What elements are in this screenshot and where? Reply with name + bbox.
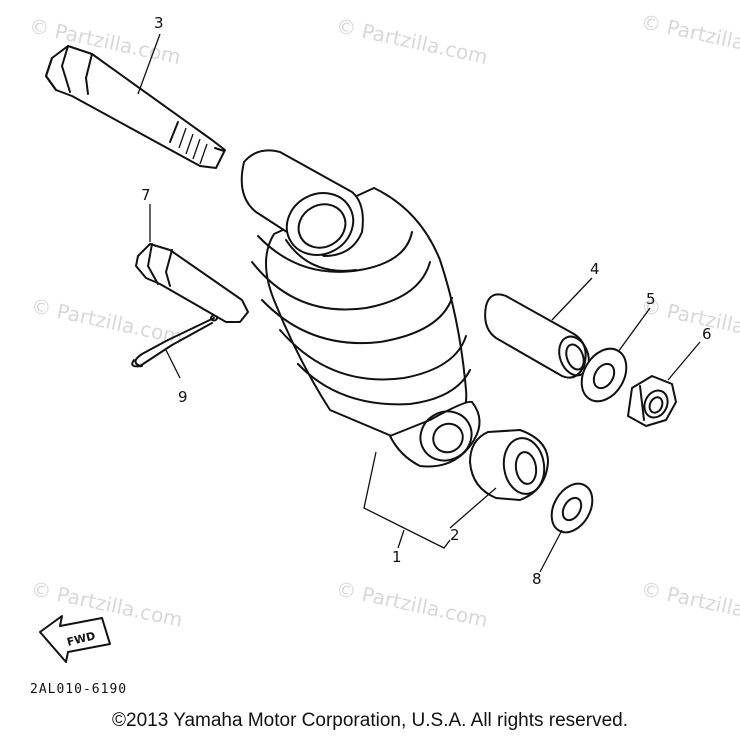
watermark: © Partzilla.com <box>639 9 740 65</box>
fwd-arrow-icon: FWD <box>39 615 111 663</box>
part-bushing <box>469 429 549 501</box>
leader-1 <box>397 529 405 549</box>
part-nut <box>627 375 677 427</box>
leader-lines <box>137 33 701 573</box>
watermark: © Partzilla.com <box>29 293 185 349</box>
part-cotter-pin <box>131 317 215 368</box>
watermark: © Partzilla.com <box>639 576 740 632</box>
callout-5: 5 <box>646 290 656 308</box>
leader-1-bracket <box>363 451 451 549</box>
leader-5 <box>617 307 651 353</box>
leader-9 <box>165 349 181 379</box>
part-shock-absorber <box>240 149 481 468</box>
callout-4: 4 <box>590 260 600 278</box>
callout-1: 1 <box>392 548 402 566</box>
callout-3: 3 <box>154 14 164 32</box>
leader-8 <box>539 529 563 573</box>
watermark: © Partzilla.com <box>334 13 490 69</box>
part-pin <box>135 243 249 323</box>
part-bolt <box>45 45 226 169</box>
callout-7: 7 <box>141 186 151 204</box>
leader-6 <box>667 341 701 381</box>
callouts: 3 7 9 4 5 6 2 1 8 <box>141 14 712 588</box>
part-washer-top <box>580 347 628 403</box>
leader-2 <box>449 487 497 529</box>
callout-2: 2 <box>450 526 460 544</box>
callout-8: 8 <box>532 570 542 588</box>
part-collar <box>484 293 590 379</box>
watermark: © Partzilla.com <box>334 576 490 632</box>
leader-4 <box>551 277 593 321</box>
part-washer-bottom <box>550 482 594 534</box>
callout-9: 9 <box>178 388 188 406</box>
copyright-notice: ©2013 Yamaha Motor Corporation, U.S.A. A… <box>112 710 628 731</box>
leader-3 <box>137 33 161 95</box>
diagram-code: 2AL010-6190 <box>30 682 128 697</box>
callout-6: 6 <box>702 325 712 343</box>
